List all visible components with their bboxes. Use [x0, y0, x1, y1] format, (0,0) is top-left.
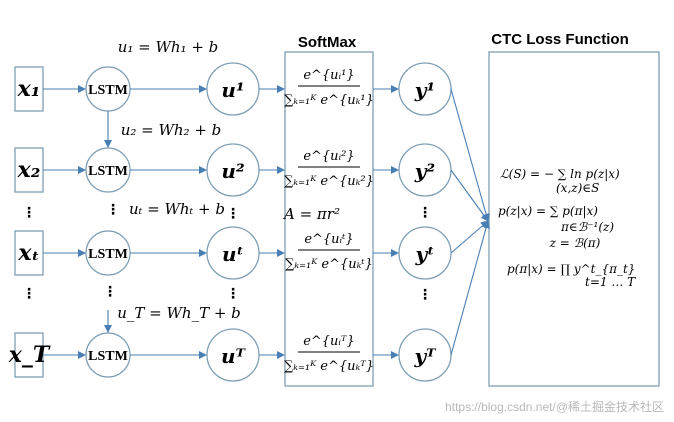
softmax-den-2: ∑ₖ₌₁ᴷ e^{uₖ²} [284, 174, 374, 189]
y-label-1: y¹ [414, 78, 435, 102]
ellipsis-x-1: ⋮ [22, 205, 36, 221]
ellipsis-u-2: ⋮ [226, 286, 240, 302]
lstm-label-2: LSTM [88, 164, 128, 179]
arrow-yT-ctc [450, 220, 490, 356]
loss-eq-4-sub: t=1 … T [585, 275, 636, 289]
loss-eq-1-sub: (x,z)∈S [556, 181, 599, 195]
ctc-header: CTC Loss Function [491, 31, 629, 48]
softmax-den-T: ∑ₖ₌₁ᴷ e^{uₖᵀ} [284, 359, 374, 374]
ellipsis-x-2: ⋮ [22, 286, 36, 302]
ellipsis-u-1: ⋮ [226, 206, 240, 222]
ellipsis-y-1: ⋮ [418, 205, 432, 221]
arrow-y1-ctc [450, 88, 490, 222]
y-label-2: y² [414, 159, 436, 183]
input-box-xT [14, 332, 44, 378]
lstm-label-1: LSTM [88, 83, 128, 98]
lstm-label-t: LSTM [88, 247, 128, 262]
eq-ut: uₜ = Whₜ + b [129, 200, 225, 218]
ctc-box [488, 51, 660, 387]
u-label-T: uᵀ [221, 344, 247, 368]
lstm-label-T: LSTM [88, 349, 128, 364]
loss-eq-4: p(π|x) = ∏ y^t_{π_t} [507, 262, 635, 276]
softmax-box [284, 51, 374, 387]
eq-u1: u₁ = Wh₁ + b [118, 38, 219, 56]
ellipsis-lstm-1: ⋮ [106, 202, 120, 218]
eq-uT: u_T = Wh_T + b [117, 304, 241, 322]
row-1: x₁ LSTM u¹ e^{uᵢ¹} ∑ₖ₌₁ᴷ e^{uₖ¹} y¹ u₁ =… [14, 38, 452, 116]
y-label-t: yᵗ [414, 242, 434, 266]
u-label-t: uᵗ [222, 242, 244, 266]
loss-eq-2: p(z|x) = ∑ p(π|x) [498, 204, 598, 218]
softmax-den-t: ∑ₖ₌₁ᴷ e^{uₖᵗ} [285, 257, 373, 272]
input-box-x1 [14, 66, 44, 112]
input-box-x2 [14, 147, 44, 193]
softmax-num-2: e^{uᵢ²} [303, 149, 354, 164]
eq-u2: u₂ = Wh₂ + b [121, 121, 222, 139]
softmax-num-1: e^{uᵢ¹} [303, 68, 354, 83]
softmax-den-1: ∑ₖ₌₁ᴷ e^{uₖ¹} [284, 93, 374, 108]
loss-eq-1: ℒ(S) = − ∑ ln p(z|x) [500, 167, 620, 181]
u-label-2: u² [221, 159, 245, 183]
softmax-header: SoftMax [298, 34, 357, 51]
loss-eq-3: z = ℬ(π) [549, 236, 601, 250]
row-2: x₂ LSTM u² e^{uᵢ²} ∑ₖ₌₁ᴷ e^{uₖ²} y² u₂ =… [14, 121, 452, 197]
softmax-extra-eq: A = πr² [282, 205, 340, 223]
softmax-num-T: e^{uᵢᵀ} [303, 334, 355, 349]
y-label-T: yᵀ [414, 344, 438, 368]
input-label-x1: x₁ [17, 76, 41, 102]
ellipsis-lstm-2: ⋮ [103, 284, 117, 300]
row-T: x_T LSTM uᵀ e^{uᵢᵀ} ∑ₖ₌₁ᴷ e^{uₖᵀ} yᵀ u_T… [8, 304, 452, 382]
loss-eq-2-sub: π∈ℬ⁻¹(z) [560, 220, 614, 234]
watermark: https://blog.csdn.net/@稀土掘金技术社区 [445, 399, 664, 414]
u-label-1: u¹ [221, 78, 244, 102]
arrow-yt-ctc [450, 220, 489, 254]
softmax-num-t: e^{uᵢᵗ} [304, 232, 353, 247]
arrow-y2-ctc [450, 169, 489, 222]
input-label-x2: x₂ [17, 157, 41, 183]
row-t: xₜ LSTM uᵗ e^{uᵢᵗ} ∑ₖ₌₁ᴷ e^{uₖᵗ} yᵗ uₜ =… [14, 200, 452, 280]
ellipsis-y-2: ⋮ [418, 287, 432, 303]
input-label-xt: xₜ [17, 240, 39, 266]
